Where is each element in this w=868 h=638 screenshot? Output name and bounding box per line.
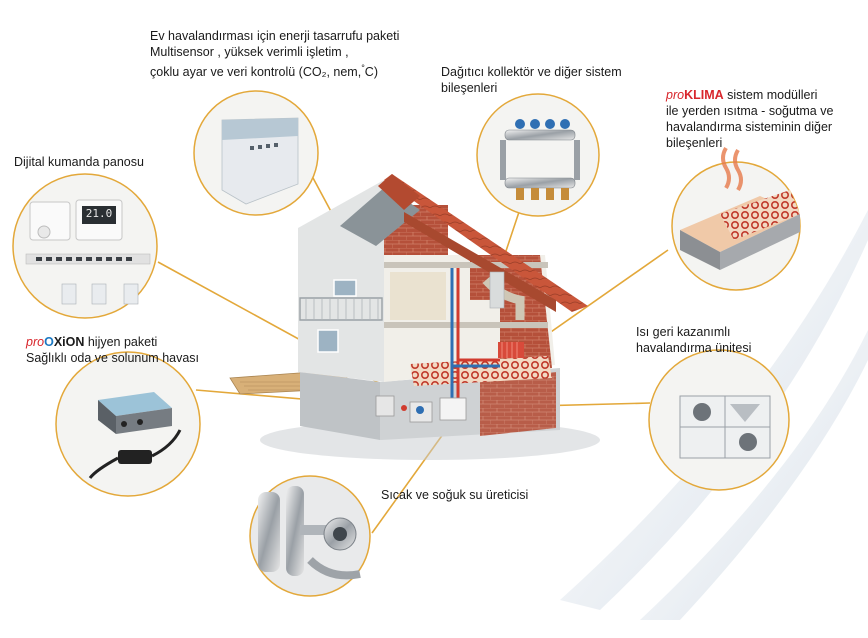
proklima-line1-rest: sistem modülleri bbox=[723, 88, 818, 102]
heat-recovery-illustration bbox=[648, 349, 790, 491]
ventilation-label-line3a: çoklu ayar ve veri kontrolü (CO₂, nem, bbox=[150, 65, 362, 80]
proxion-line1-rest: hijyen paketi bbox=[84, 335, 158, 349]
proxion-brand-pro: pro bbox=[26, 335, 45, 349]
ventilation-label-line3: çoklu ayar ve veri kontrolü (CO₂, nem,°C… bbox=[150, 60, 399, 80]
control-panel-label: Dijital kumanda panosu bbox=[14, 154, 144, 170]
control-panel-illustration bbox=[12, 173, 158, 319]
heat-recovery-label-line1: Isı geri kazanımlı bbox=[636, 325, 731, 339]
proxion-label-line2: Sağlıklı oda ve solunum havası bbox=[26, 351, 200, 365]
proxion-label: proOXiON hijyen paketi Sağlıklı oda ve s… bbox=[26, 334, 199, 366]
proxion-illustration bbox=[55, 351, 201, 497]
ventilation-label-line2: Multisensor , yüksek verimli işletim , bbox=[150, 45, 349, 59]
manifold-label-line2: bileşenleri bbox=[441, 81, 498, 95]
thermostat-display: 21.0 bbox=[85, 207, 113, 220]
proklima-label-line1: proKLIMA sistem modülleri bbox=[666, 87, 833, 103]
ventilation-package-label: Ev havalandırması için enerji tasarrufu … bbox=[150, 28, 399, 80]
proxion-brand-rest: XiON bbox=[53, 335, 85, 349]
proklima-label-line4: bileşenleri bbox=[666, 136, 723, 150]
manifold-label: Dağıtıcı kollektör ve diğer sistem bileş… bbox=[441, 64, 622, 96]
floor-heating-illustration bbox=[671, 146, 801, 291]
water-generator-illustration bbox=[249, 475, 371, 597]
heat-recovery-label: Isı geri kazanımlı havalandırma ünitesi bbox=[636, 324, 751, 356]
water-generator-label: Sıcak ve soğuk su üreticisi bbox=[381, 487, 528, 503]
water-generator-label-line1: Sıcak ve soğuk su üreticisi bbox=[381, 488, 529, 502]
control-panel-label-line1: Dijital kumanda panosu bbox=[14, 155, 144, 169]
ventilation-label-line1: Ev havalandırması için enerji tasarrufu … bbox=[150, 29, 400, 43]
heat-recovery-label-line2: havalandırma ünitesi bbox=[636, 341, 752, 355]
ventilation-sensor-illustration bbox=[193, 90, 319, 216]
proklima-brand-pro: pro bbox=[666, 88, 685, 102]
manifold-illustration bbox=[476, 93, 600, 217]
proxion-label-line1: proOXiON hijyen paketi bbox=[26, 334, 199, 350]
degree-symbol: ° bbox=[361, 63, 365, 73]
manifold-label-line1: Dağıtıcı kollektör ve diğer sistem bbox=[441, 65, 622, 79]
proklima-label: proKLIMA sistem modülleri ile yerden ısı… bbox=[666, 87, 833, 151]
proklima-label-line2: ile yerden ısıtma - soğutma ve bbox=[666, 104, 834, 118]
proxion-brand-o: O bbox=[44, 335, 54, 349]
ventilation-label-line3b: C) bbox=[364, 65, 378, 80]
proklima-brand-main: KLIMA bbox=[684, 88, 724, 102]
house-cutaway bbox=[229, 174, 600, 460]
proklima-label-line3: havalandırma sisteminin diğer bbox=[666, 120, 833, 134]
